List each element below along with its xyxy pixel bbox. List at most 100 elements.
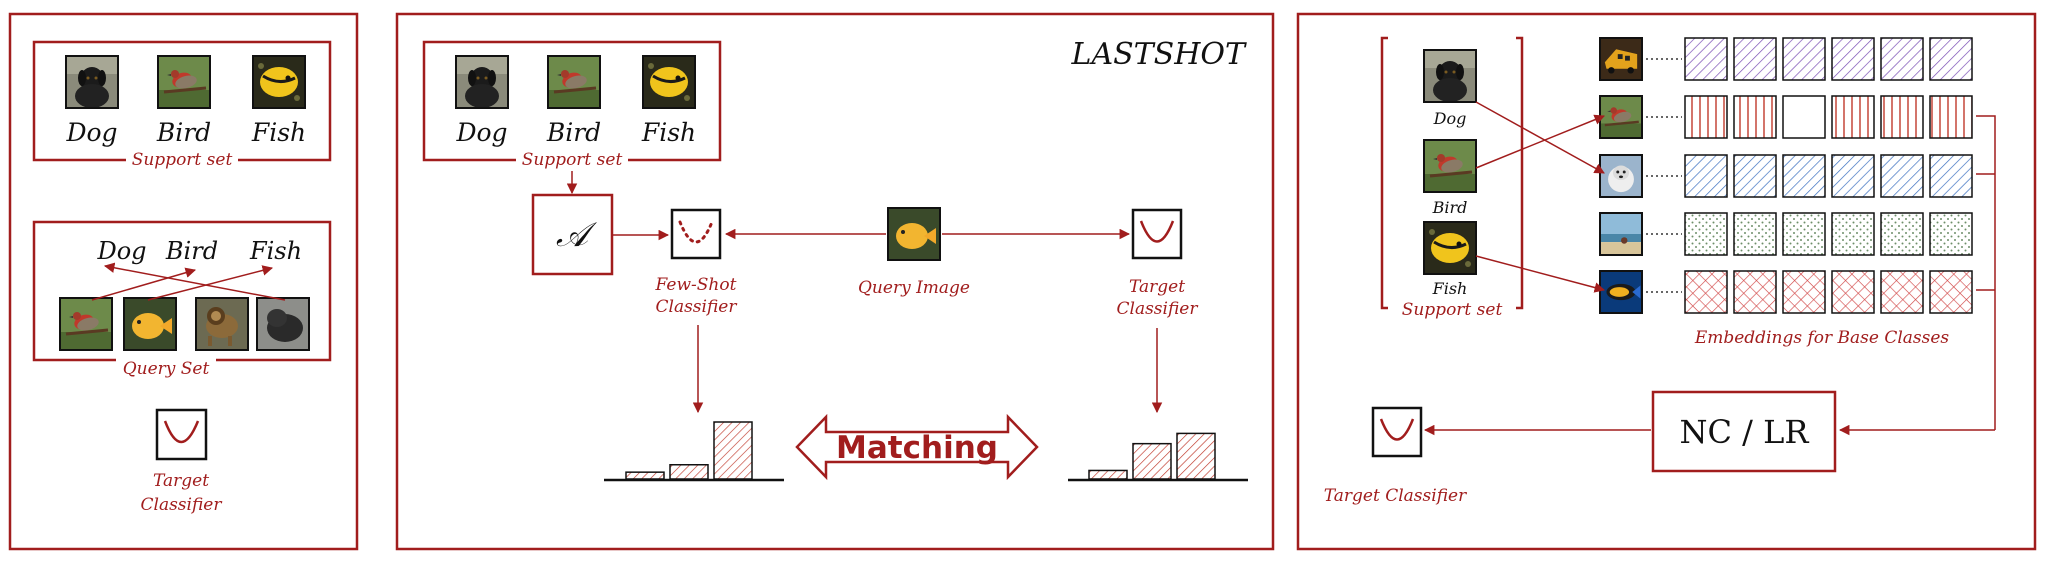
embedding-cell [1880,154,1924,198]
query-bird-image [60,298,112,350]
embedding-cell [1782,95,1826,139]
embedding-cell [1880,37,1924,81]
embedding-cell [1733,270,1777,314]
left-support-label-dog: Dog [65,118,117,147]
embedding-row-5 [1599,270,1973,314]
right-panel-frame [1296,12,2037,551]
middle-support-caption: Support set [522,150,623,170]
embedding-cell [1782,37,1826,81]
embedding-row-1 [1599,37,1973,81]
embedding-cell [1831,270,1875,314]
connector-row2 [1976,115,1996,430]
embedding-cell [1684,95,1728,139]
matching-label: Matching [836,430,998,466]
fish-to-fish-arrow [1475,255,1606,293]
embedding-cell [1831,37,1875,81]
embedding-cell [1782,270,1826,314]
embedding-cell [1684,270,1728,314]
middle-panel-frame [395,12,1275,551]
embedding-cell [1684,154,1728,198]
support-bracket-right [1516,36,1524,310]
fewshot-classifier-icon [670,208,722,260]
middle-support-label-fish: Fish [641,118,696,147]
embedding-cell [1733,37,1777,81]
embedding-cell [1880,95,1924,139]
left-panel: Dog Bird Fish Support set Dog Bird Fish … [32,40,332,515]
base-class-embeddings [1599,37,1973,314]
embedding-cell [1831,212,1875,256]
embedding-cell [1929,154,1973,198]
dog-icon [1600,155,1642,197]
algorithm-box [531,193,614,276]
bird-icon [1600,96,1642,138]
target-bar-3 [1176,432,1216,480]
target-bar-2 [1132,442,1172,480]
query-arrow-bird [91,267,197,301]
right-support-label-bird: Bird [1432,198,1468,217]
nc-lr-box [1651,390,1837,473]
middle-dog-image [456,56,508,108]
nc-lr-label: NC / LR [1680,413,1810,451]
embedding-cell [1929,95,1973,139]
query-arrow-fish [147,265,274,301]
fewshot-bar-chart [625,421,753,480]
middle-support-label-bird: Bird [546,118,601,147]
embedding-cell [1831,154,1875,198]
query-image-caption: Query Image [858,278,970,298]
left-target-classifier-icon [155,408,208,461]
beach-icon [1600,213,1642,255]
left-panel-frame [8,12,359,551]
left-query-caption: Query Set [123,359,210,379]
dog-to-husky-arrow [1475,101,1605,174]
embedding-cell [1929,270,1973,314]
fewshot-bar-1 [625,471,665,480]
left-query-label-bird: Bird [165,237,218,265]
bird-image [158,56,210,108]
query-dog-image [257,298,309,350]
right-bird-image [1424,140,1476,192]
left-support-caption: Support set [132,150,233,170]
middle-panel: LASTSHOT Dog Bird Fish Support set 𝒜 Few… [422,37,1248,482]
fewshot-bar-2 [669,464,709,480]
right-dog-image [1424,50,1476,102]
query-lion-image [196,298,248,350]
right-target-classifier-icon [1371,406,1423,458]
middle-target-caption-line1: Target [1129,277,1185,297]
query-image [888,208,940,260]
embedding-cell [1684,37,1728,81]
right-fish-image [1424,222,1476,274]
fish-icon [1600,271,1642,313]
embedding-row-2 [1599,95,1973,139]
fewshot-bar-3 [713,421,753,480]
right-target-caption: Target Classifier [1324,486,1467,506]
embeddings-caption: Embeddings for Base Classes [1694,328,1950,348]
middle-fish-image [643,56,695,108]
target-bar-chart [1088,432,1216,480]
target-bar-1 [1088,469,1128,480]
left-support-label-bird: Bird [156,118,211,147]
embedding-cell [1782,154,1826,198]
fewshot-caption-line2: Classifier [656,297,738,317]
query-arrow-dog [103,262,286,301]
right-support-caption: Support set [1402,300,1503,320]
left-query-label-fish: Fish [249,237,302,265]
right-support-label-dog: Dog [1433,109,1467,128]
middle-support-label-dog: Dog [455,118,507,147]
bird-to-bird-arrow [1475,114,1605,169]
embedding-cell [1929,37,1973,81]
left-target-caption-line2: Classifier [141,495,223,515]
left-support-label-fish: Fish [251,118,306,147]
left-query-label-dog: Dog [96,237,146,265]
middle-target-classifier-icon [1131,208,1183,260]
embedding-cell [1733,212,1777,256]
embedding-cell [1929,212,1973,256]
embedding-row-3 [1599,154,1973,198]
fewshot-caption-line1: Few-Shot [655,275,737,295]
embedding-cell [1782,212,1826,256]
embedding-cell [1880,270,1924,314]
middle-target-caption-line2: Classifier [1117,299,1199,319]
fish-image [253,56,305,108]
bus-icon [1600,38,1642,80]
